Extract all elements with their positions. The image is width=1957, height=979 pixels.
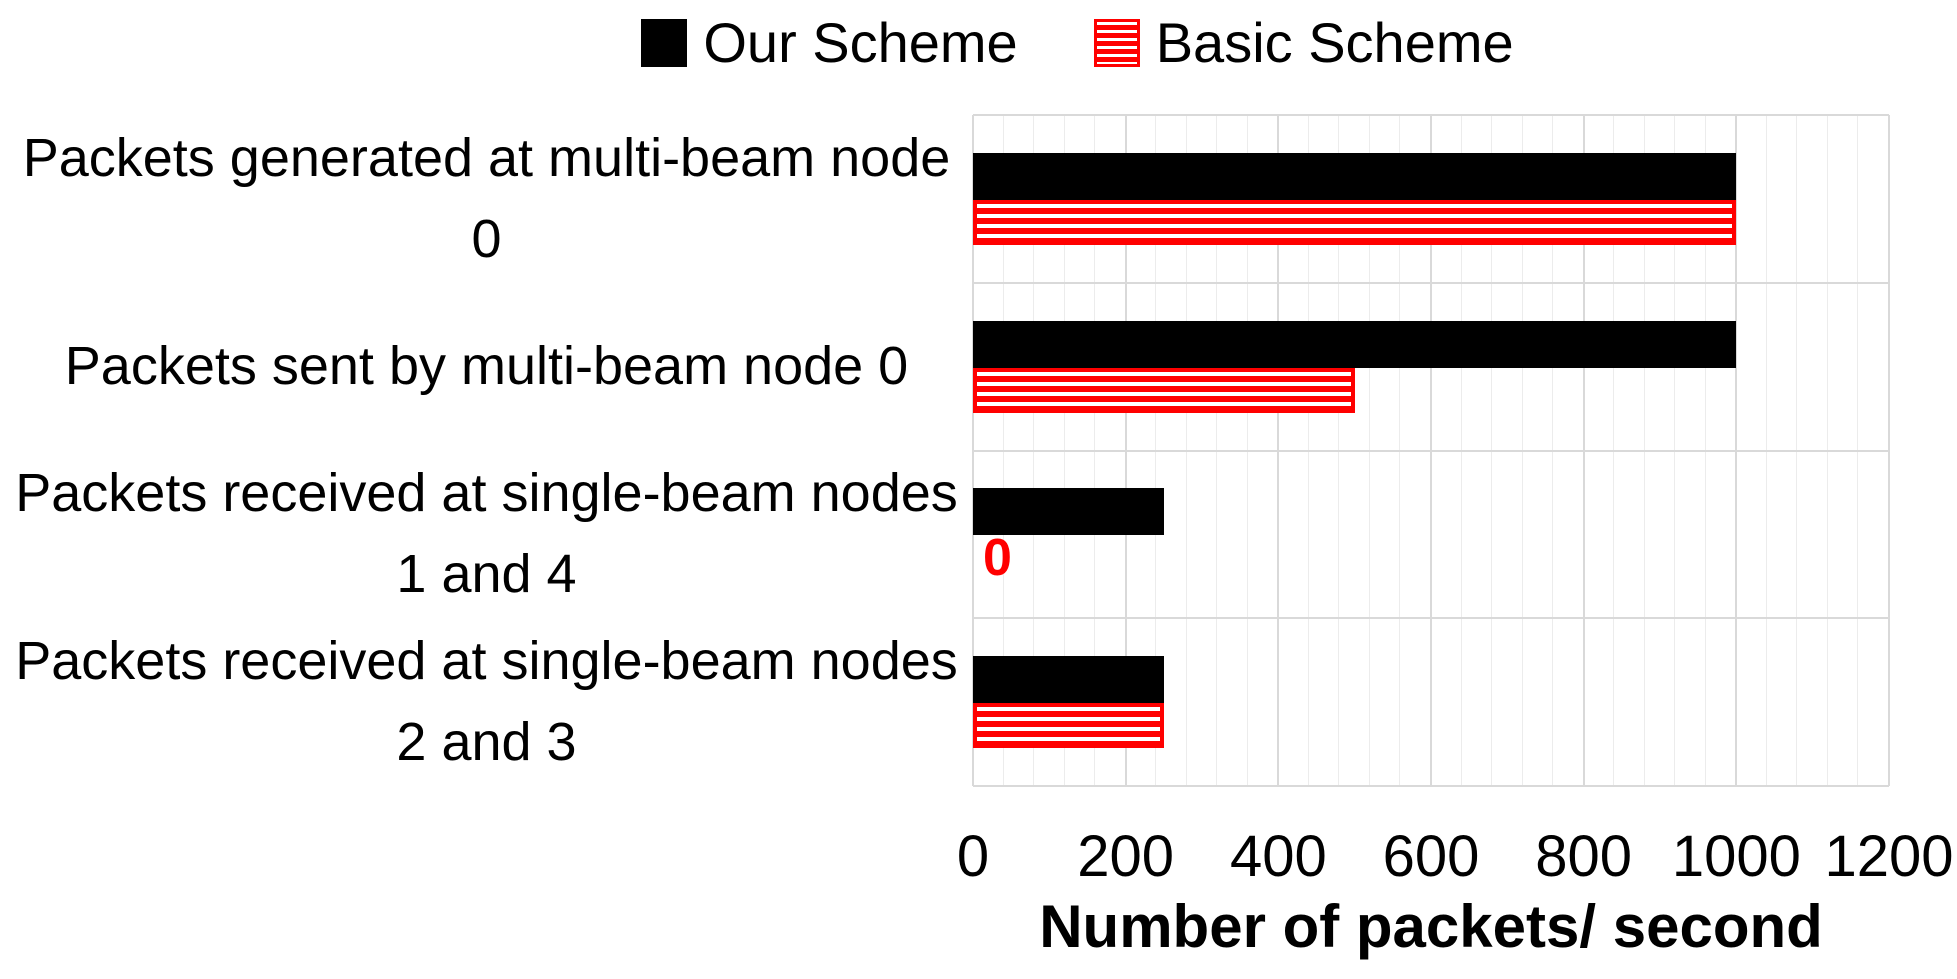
category-row: 0 — [973, 451, 1889, 619]
legend-item-basic-scheme: Basic Scheme — [1093, 11, 1514, 74]
chart-body: Packets generated at multi-beam node 0 P… — [0, 114, 1957, 787]
bar-our-scheme — [973, 320, 1737, 368]
x-tick-label: 800 — [1535, 824, 1633, 889]
bar-our-scheme — [973, 656, 1164, 704]
legend: Our Scheme Basic Scheme — [0, 10, 1957, 76]
x-tick-label: 600 — [1382, 824, 1480, 889]
bar-our-scheme — [973, 488, 1164, 536]
our-scheme-swatch-icon — [641, 19, 688, 67]
bar-basic-scheme — [973, 703, 1164, 749]
gridline-horizontal-major — [973, 449, 1889, 452]
plot-wrap: 0 — [972, 114, 1890, 787]
gridline-horizontal-major — [973, 281, 1889, 284]
x-tick-label: 400 — [1229, 824, 1327, 889]
bar-basic-scheme — [973, 199, 1737, 245]
legend-label-basic-scheme: Basic Scheme — [1155, 11, 1514, 74]
bar-basic-scheme — [973, 367, 1355, 413]
x-axis-title: Number of packets/ second — [1039, 893, 1823, 960]
category-label-3: Packets received at single-beam nodes 1 … — [15, 463, 958, 605]
x-axis-area: 0 200 400 600 800 1000 1200 Number of packets/… — [957, 824, 1954, 960]
plot-area: 0 — [972, 114, 1890, 787]
bar-our-scheme — [973, 152, 1737, 200]
category-axis-labels: Packets generated at multi-beam node 0 P… — [0, 115, 973, 786]
x-tick-label: 1000 — [1671, 824, 1801, 889]
basic-scheme-swatch-icon — [1093, 19, 1140, 67]
gridline-horizontal-major — [973, 114, 1889, 116]
gridline-vertical-major — [1888, 115, 1890, 786]
legend-label-our-scheme: Our Scheme — [703, 11, 1018, 74]
gridline-horizontal-major — [973, 785, 1889, 787]
x-tick-label: 200 — [1077, 824, 1175, 889]
zero-value-label: 0 — [983, 528, 1012, 587]
category-row — [973, 618, 1889, 786]
x-tick-label: 1200 — [1824, 824, 1954, 889]
category-label-4: Packets received at single-beam nodes 2 … — [15, 631, 958, 773]
category-row — [973, 115, 1889, 283]
category-label-2: Packets sent by multi-beam node 0 — [64, 336, 909, 397]
legend-item-our-scheme: Our Scheme — [641, 11, 1018, 74]
x-tick-label: 0 — [956, 824, 990, 889]
category-label-1: Packets generated at multi-beam node 0 — [22, 127, 951, 269]
gridline-horizontal-major — [973, 617, 1889, 620]
category-row — [973, 283, 1889, 451]
x-axis-ticks: 0 200 400 600 800 1000 1200 — [957, 824, 1954, 889]
